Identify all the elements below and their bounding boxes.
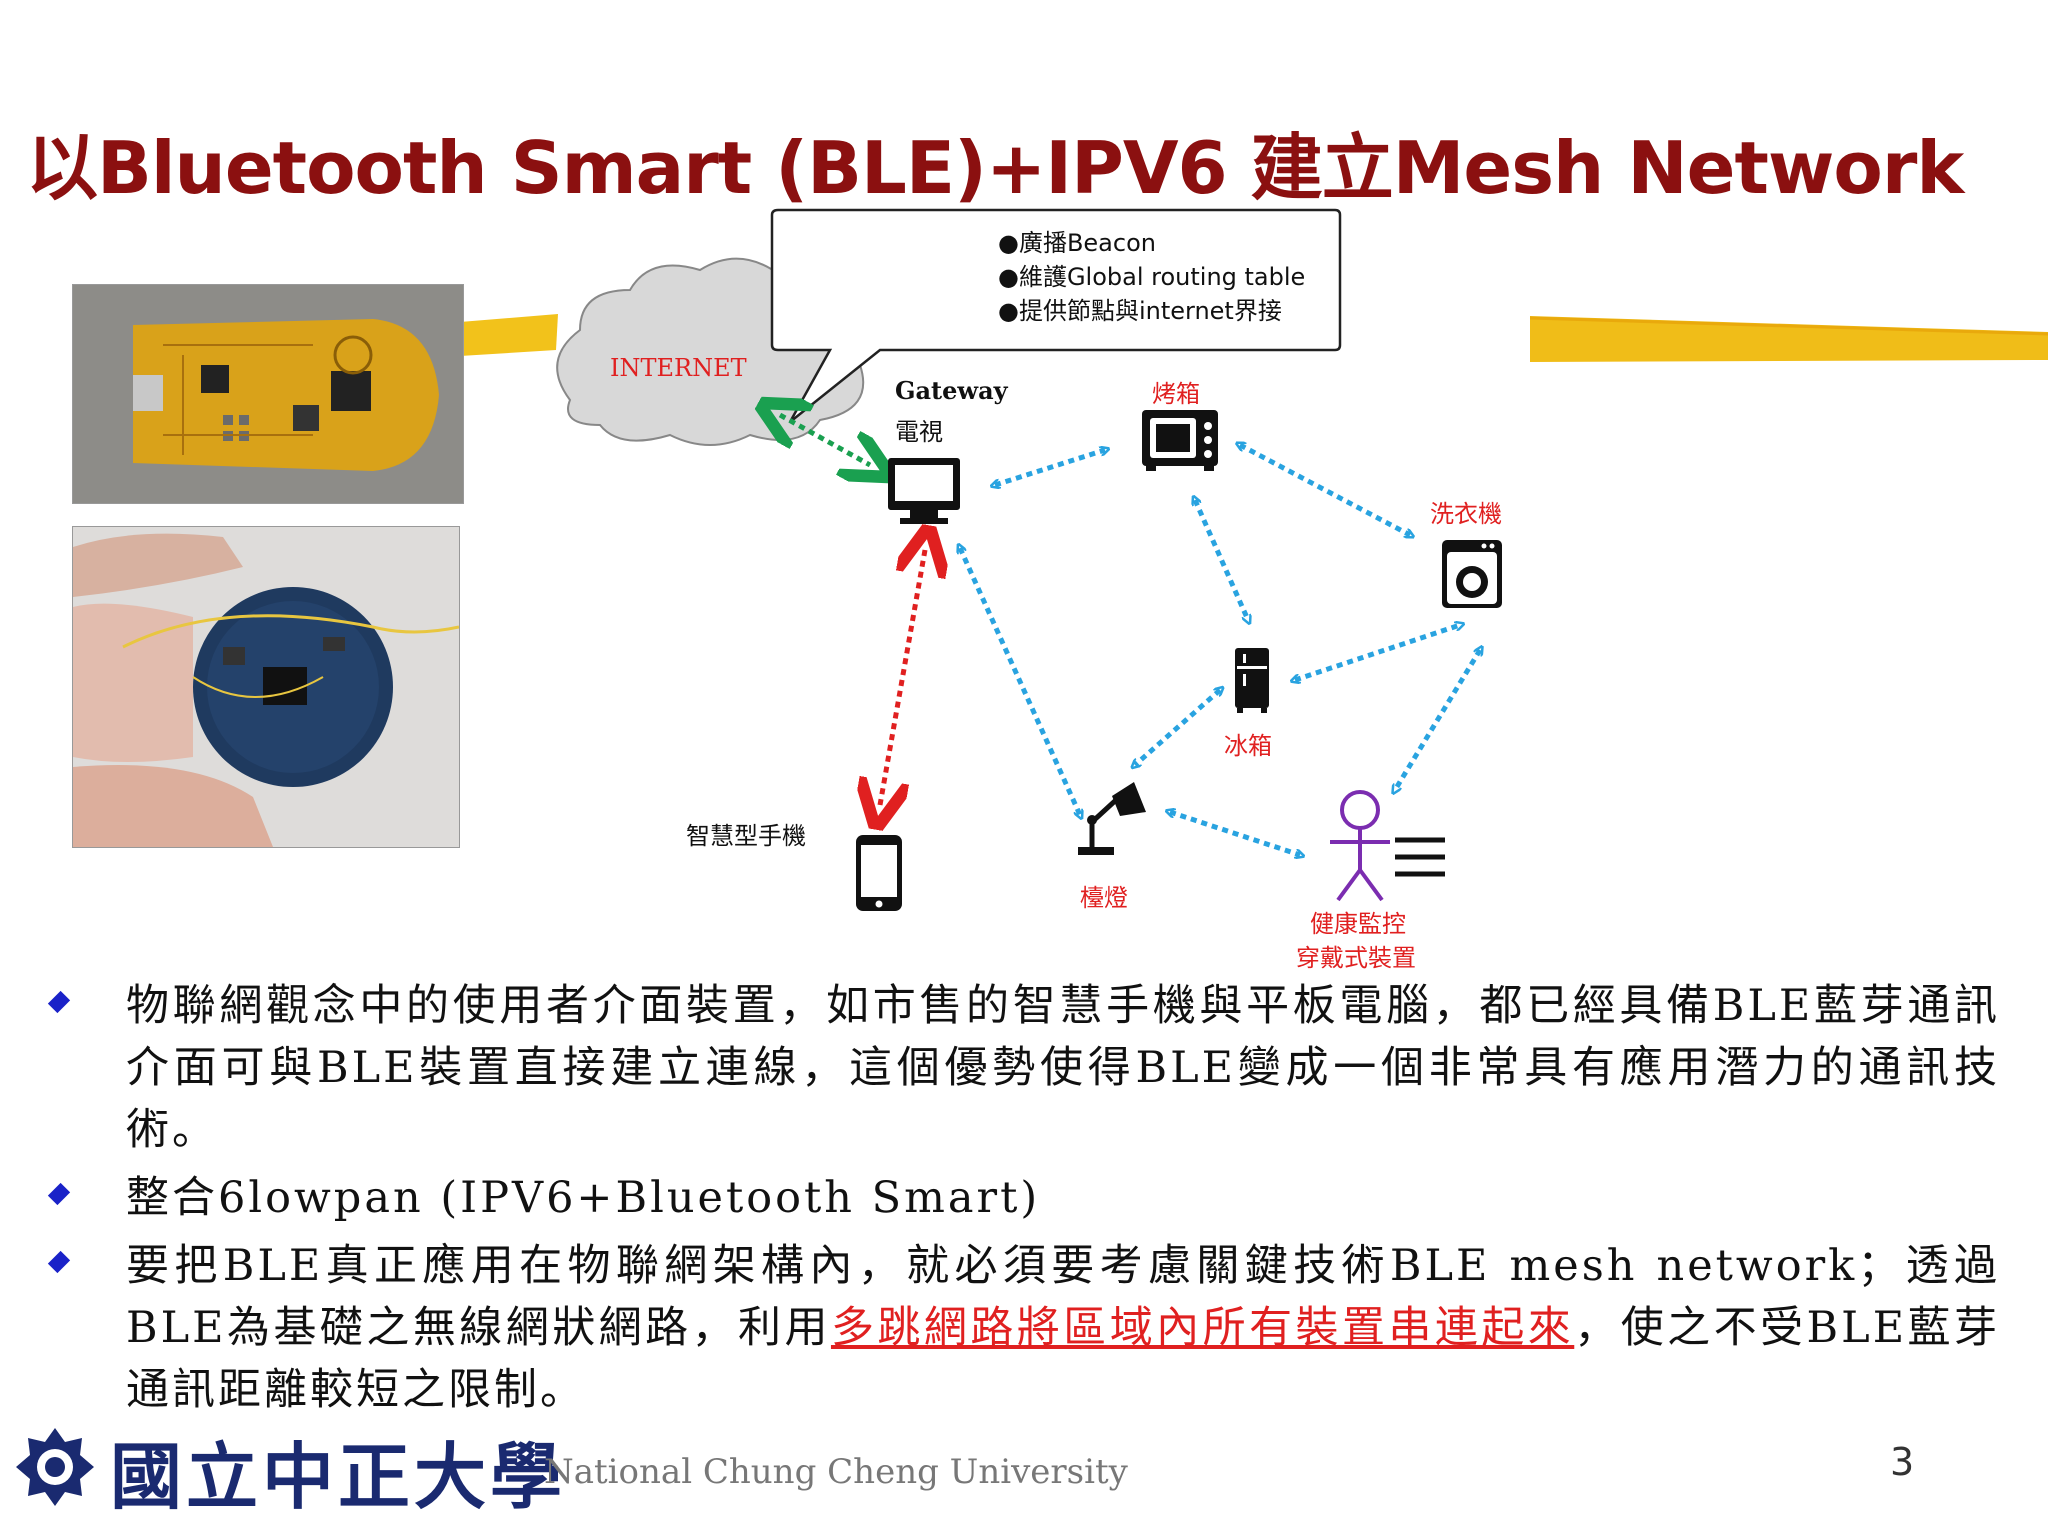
internet-label: INTERNET — [610, 354, 747, 382]
health-label: 健康監控 — [1310, 910, 1406, 938]
washing-machine-icon — [1442, 540, 1502, 608]
round-board-photo — [72, 526, 460, 848]
fridge-label: 冰箱 — [1224, 732, 1272, 760]
callout-item: ●廣播Beacon — [998, 229, 1156, 257]
wearable-person-icon — [1330, 790, 1445, 902]
gateway-label: Gateway — [895, 376, 1008, 405]
highlighted-phrase: 多跳網路將區域內所有裝置串連起來 — [830, 1303, 1575, 1353]
bullet-list: 物聯網觀念中的使用者介面裝置，如市售的智慧手機與平板電腦，都已經具備BLE藍芽通… — [40, 975, 2000, 1427]
bullet-item: 物聯網觀念中的使用者介面裝置，如市售的智慧手機與平板電腦，都已經具備BLE藍芽通… — [40, 975, 2000, 1161]
smartphone-icon — [856, 835, 902, 911]
bullet-text: 物聯網觀念中的使用者介面裝置，如市售的智慧手機與平板電腦，都已經具備BLE藍芽通… — [126, 981, 2000, 1155]
tv-label: 電視 — [895, 418, 943, 446]
pcb-board-photo — [72, 284, 464, 504]
callout-item: ●維護Global routing table — [998, 263, 1306, 291]
callout-item: ●提供節點與internet界接 — [998, 297, 1282, 325]
desk-lamp-icon — [1078, 782, 1146, 855]
bullet-text-pre: 要把BLE真正應用在物聯網架構內，就必須要考慮關鍵技術BLE mesh netw… — [126, 1241, 2000, 1353]
washer-label: 洗衣機 — [1430, 500, 1502, 528]
callout-list: ●廣播Beacon ●維護Global routing table ●提供節點與… — [998, 226, 1328, 328]
bullet-text: 要把BLE真正應用在物聯網架構內，就必須要考慮關鍵技術BLE mesh netw… — [126, 1235, 2000, 1421]
page-number: 3 — [1890, 1440, 1915, 1484]
wearable-label: 穿戴式裝置 — [1296, 944, 1416, 972]
diamond-bullet-icon — [47, 990, 71, 1014]
oven-icon — [1142, 410, 1218, 471]
fridge-icon — [1235, 648, 1269, 713]
bullet-text-post: ，使之不受BLE藍芽通訊距離較短之限制。 — [126, 1303, 2001, 1415]
university-emblem-icon — [16, 1428, 94, 1506]
university-name-en: National Chung Cheng University — [544, 1452, 1128, 1492]
university-name-cn: 國立中正大學 — [110, 1434, 567, 1519]
network-diagram — [556, 208, 1502, 911]
lamp-label: 檯燈 — [1080, 884, 1128, 912]
diamond-bullet-icon — [47, 1182, 71, 1206]
phone-label: 智慧型手機 — [686, 822, 806, 850]
yellow-stroke-left — [460, 314, 558, 356]
bullet-item: 整合6lowpan (IPV6+Bluetooth Smart) — [40, 1167, 2000, 1229]
oven-label: 烤箱 — [1152, 380, 1200, 408]
bullet-text: 整合6lowpan (IPV6+Bluetooth Smart) — [126, 1173, 1041, 1223]
bullet-item: 要把BLE真正應用在物聯網架構內，就必須要考慮關鍵技術BLE mesh netw… — [40, 1235, 2000, 1421]
tv-icon — [888, 458, 960, 524]
diamond-bullet-icon — [47, 1250, 71, 1274]
slide-title: 以Bluetooth Smart (BLE)+IPV6 建立Mesh Netwo… — [26, 126, 1964, 210]
yellow-stroke-right — [1530, 316, 2048, 362]
